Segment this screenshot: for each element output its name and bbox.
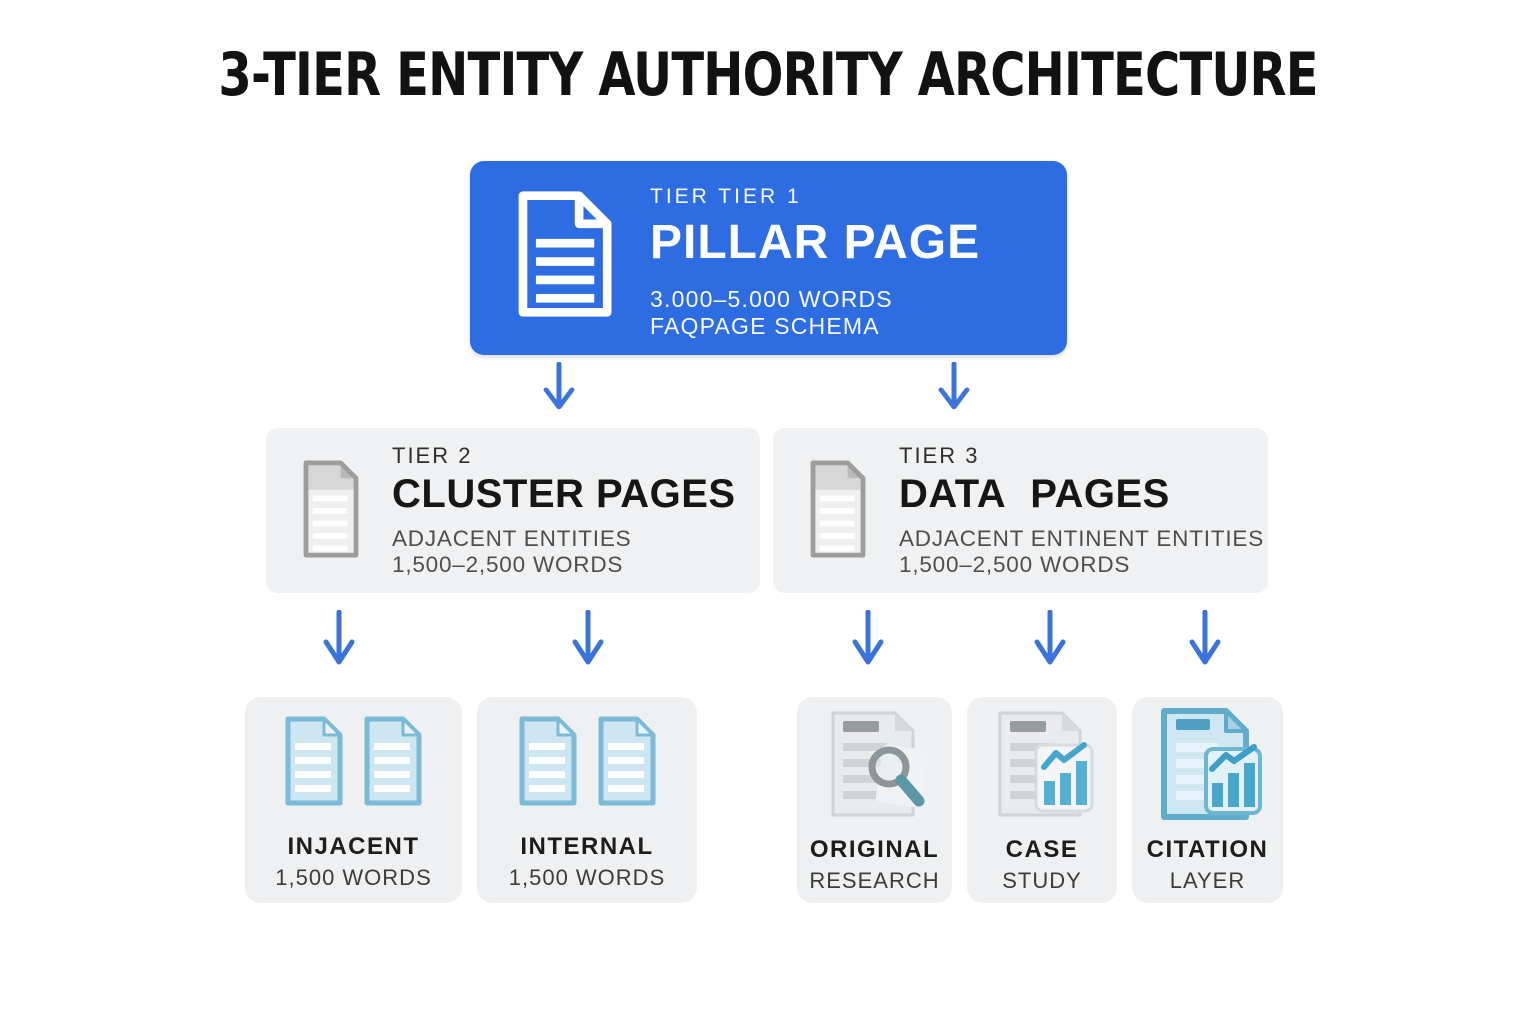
tier3-title: DATA PAGES [899,472,1170,516]
tile-internal: INTERNAL 1,500 WORDS [477,697,697,903]
page-title: 3-TIER ENTITY AUTHORITY ARCHITECTURE [0,40,1536,110]
tier3-label: TIER 3 [899,443,980,468]
tier2-title: CLUSTER PAGES [392,472,736,516]
document-magnifier-icon [817,703,933,832]
document-icon [300,459,362,564]
tile-subtitle: 1,500 WORDS [275,865,432,890]
tier1-spec-words: 3.000–5.000 WORDS [650,286,893,312]
tile-original-research: ORIGINAL RESEARCH [797,697,952,903]
down-arrow-icon [1187,610,1223,670]
down-arrow-icon [850,610,886,670]
tile-title: INJACENT [287,833,420,860]
tier3-text-block: TIER 3 DATA PAGES ADJACENT ENTINENT ENTI… [899,443,1264,578]
document-pair-icon [282,715,425,807]
tier2-text-block: TIER 2 CLUSTER PAGES ADJACENT ENTITIES 1… [392,443,736,578]
tier2-line-entities: ADJACENT ENTITIES [392,526,632,551]
tile-injacent: INJACENT 1,500 WORDS [245,697,462,903]
tile-title: ORIGINAL [809,836,940,863]
document-chart-icon [984,703,1100,832]
tile-title: INTERNAL [520,833,654,860]
tier2-line-words: 1,500–2,500 WORDS [392,552,624,577]
tier1-spec-schema: FAQPAGE SCHEMA [650,313,880,339]
tier2-label: TIER 2 [392,443,473,468]
tier1-text-block: TIER TIER 1 PILLAR PAGE 3.000–5.000 WORD… [650,185,980,340]
tile-subtitle: LAYER [1169,868,1246,893]
document-icon [807,459,869,564]
down-arrow-icon [541,362,577,414]
tile-subtitle: 1,500 WORDS [508,865,666,890]
tier3-line-entities: ADJACENT ENTINENT ENTITIES [899,526,1265,551]
tile-title: CITATION [1146,836,1269,863]
tier3-data-card: TIER 3 DATA PAGES ADJACENT ENTINENT ENTI… [773,428,1268,593]
tile-citation-layer: CITATION LAYER [1132,697,1283,903]
tier2-cluster-card: TIER 2 CLUSTER PAGES ADJACENT ENTITIES 1… [266,428,760,593]
page-title-text: 3-TIER ENTITY AUTHORITY ARCHITECTURE [218,40,1318,110]
document-chart-blue-icon [1150,703,1266,832]
tile-title: CASE [1005,836,1079,863]
document-pair-icon [516,715,659,807]
tier1-label: TIER TIER 1 [650,185,802,208]
tile-case-study: CASE STUDY [967,697,1117,903]
tile-subtitle: RESEARCH [809,868,940,893]
tile-subtitle: STUDY [1002,868,1082,893]
down-arrow-icon [936,362,972,414]
document-icon [510,189,618,324]
tier1-title: PILLAR PAGE [650,216,981,269]
tier3-line-words: 1,500–2,500 WORDS [899,552,1131,577]
down-arrow-icon [321,610,357,670]
tier1-pillar-card: TIER TIER 1 PILLAR PAGE 3.000–5.000 WORD… [470,161,1067,355]
down-arrow-icon [570,610,606,670]
down-arrow-icon [1032,610,1068,670]
